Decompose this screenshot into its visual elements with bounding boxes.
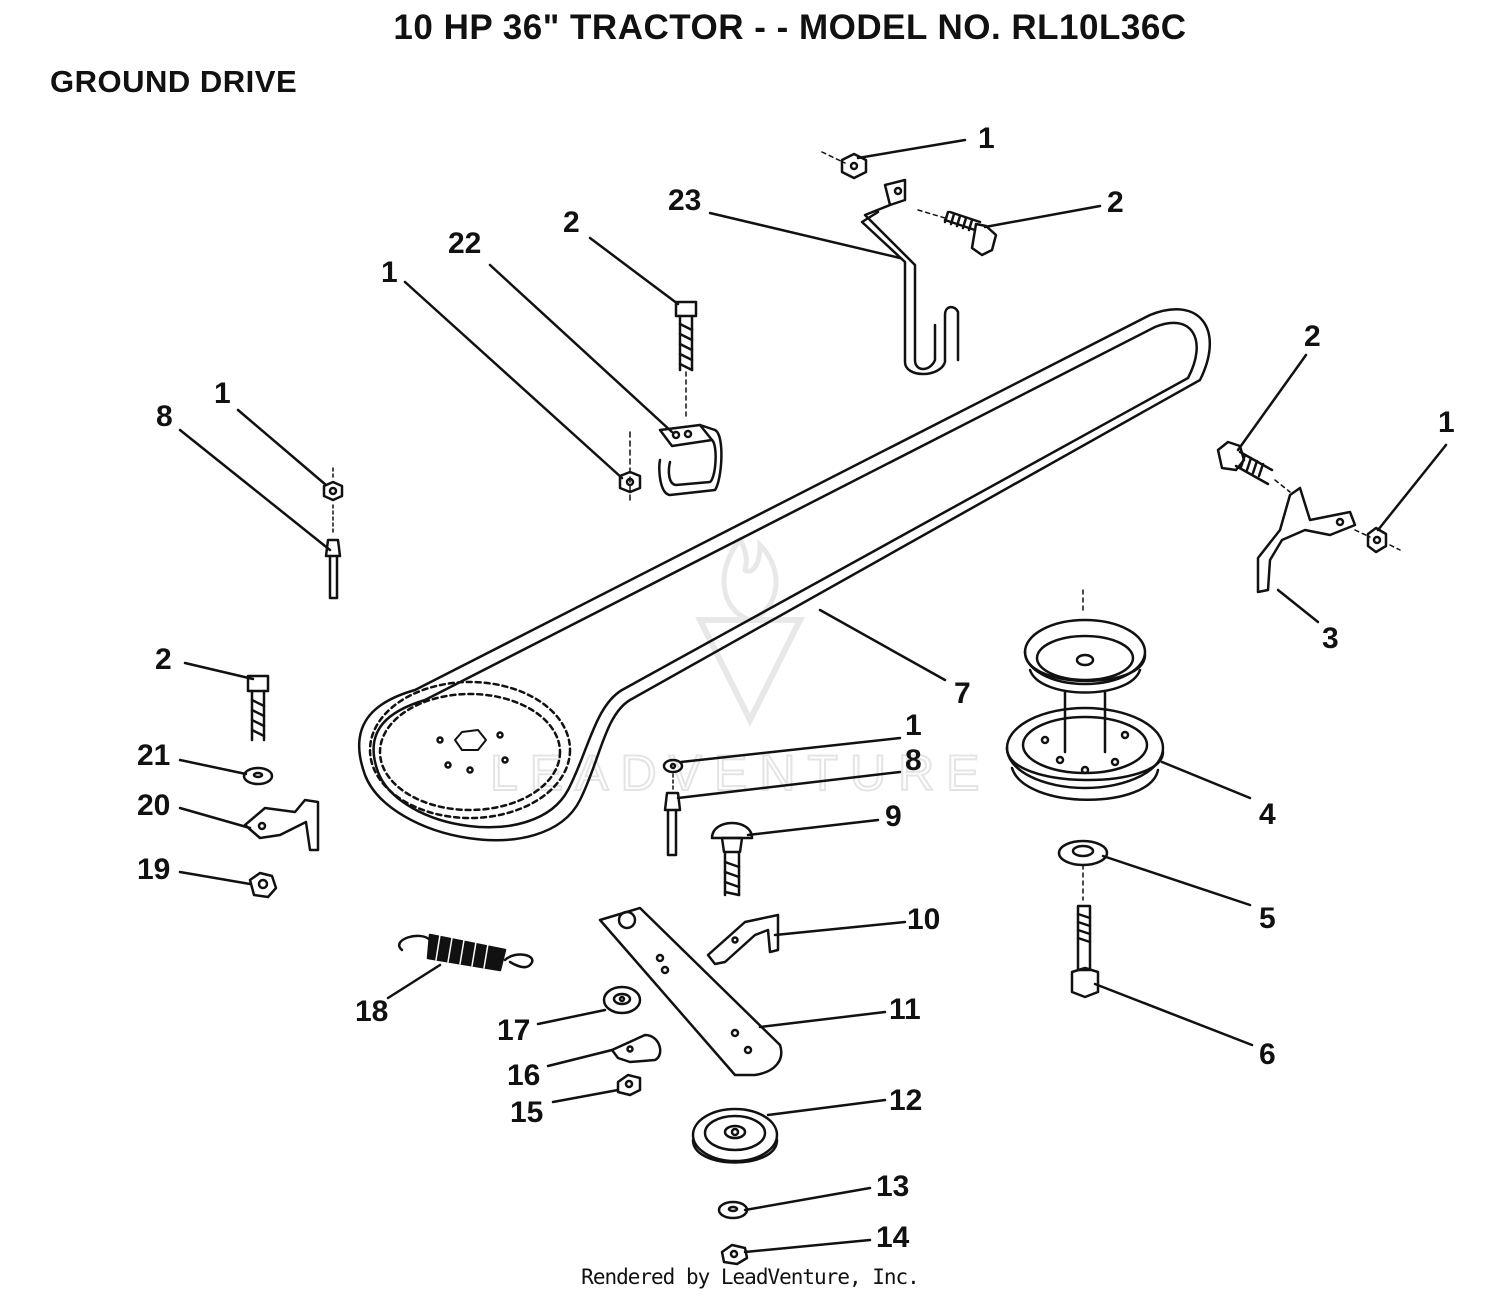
callout-1: 1 bbox=[905, 709, 922, 742]
drive-belt bbox=[358, 308, 1211, 842]
callout-1: 1 bbox=[1438, 406, 1455, 439]
double-pulley-4 bbox=[1005, 589, 1165, 801]
stud-8-center bbox=[662, 758, 684, 857]
callout-5: 5 bbox=[1259, 902, 1276, 935]
bracket-23 bbox=[821, 151, 998, 376]
nut-14 bbox=[720, 1243, 749, 1266]
callout-16: 16 bbox=[507, 1059, 540, 1092]
spring-18 bbox=[398, 933, 534, 972]
callout-11: 11 bbox=[889, 993, 921, 1026]
washer-5 bbox=[1057, 839, 1109, 901]
callout-23: 23 bbox=[668, 184, 701, 217]
callout-15: 15 bbox=[510, 1096, 543, 1129]
section-title: GROUND DRIVE bbox=[50, 64, 298, 99]
callout-2: 2 bbox=[563, 206, 580, 239]
callout-22: 22 bbox=[448, 227, 481, 260]
washer-13 bbox=[717, 1200, 749, 1220]
callout-10: 10 bbox=[907, 903, 940, 936]
callout-19: 19 bbox=[137, 853, 170, 886]
callout-2: 2 bbox=[155, 643, 172, 676]
spacer-17 bbox=[602, 985, 642, 1015]
callout-20: 20 bbox=[137, 789, 170, 822]
callout-12: 12 bbox=[889, 1084, 922, 1117]
callout-3: 3 bbox=[1322, 622, 1339, 655]
engine-pulley bbox=[368, 680, 572, 820]
callout-14: 14 bbox=[876, 1221, 910, 1254]
nut-19 bbox=[248, 871, 278, 899]
callout-1: 1 bbox=[214, 377, 231, 410]
bracket-10 bbox=[706, 913, 780, 966]
credit-footer: Rendered by LeadVenture, Inc. bbox=[581, 1265, 920, 1289]
callout-21: 21 bbox=[137, 739, 170, 772]
bolt-2-left bbox=[246, 674, 270, 742]
nut-15 bbox=[616, 1073, 642, 1097]
bracket-20 bbox=[243, 798, 320, 852]
callout-9: 9 bbox=[885, 800, 902, 833]
callout-2: 2 bbox=[1304, 320, 1321, 353]
callout-4: 4 bbox=[1259, 798, 1276, 831]
callout-6: 6 bbox=[1259, 1038, 1276, 1071]
bracket-3 bbox=[1216, 440, 1401, 594]
bolt-6 bbox=[1070, 904, 1100, 999]
callout-1: 1 bbox=[978, 122, 995, 155]
callout-1: 1 bbox=[381, 256, 398, 289]
carriage-bolt-9 bbox=[710, 821, 754, 897]
washer-21 bbox=[242, 766, 274, 786]
callout-7: 7 bbox=[954, 677, 971, 710]
bracket-16 bbox=[610, 1033, 662, 1064]
leader-lines bbox=[178, 138, 1448, 1254]
bracket-22 bbox=[618, 300, 723, 501]
callout-17: 17 bbox=[497, 1014, 530, 1047]
idler-arm-11 bbox=[598, 906, 783, 1077]
callout-13: 13 bbox=[876, 1170, 909, 1203]
callout-8: 8 bbox=[905, 744, 922, 777]
page-title: 10 HP 36" TRACTOR - - MODEL NO. RL10L36C bbox=[393, 8, 1187, 47]
callout-2: 2 bbox=[1107, 186, 1124, 219]
idler-pulley-12 bbox=[691, 1107, 779, 1164]
callout-8: 8 bbox=[156, 400, 173, 433]
callout-18: 18 bbox=[355, 995, 388, 1028]
callout-labels: 1 2 23 2 22 1 1 8 2 1 3 7 2 21 20 19 1 8… bbox=[137, 122, 1455, 1254]
stud-8-left bbox=[322, 467, 344, 600]
